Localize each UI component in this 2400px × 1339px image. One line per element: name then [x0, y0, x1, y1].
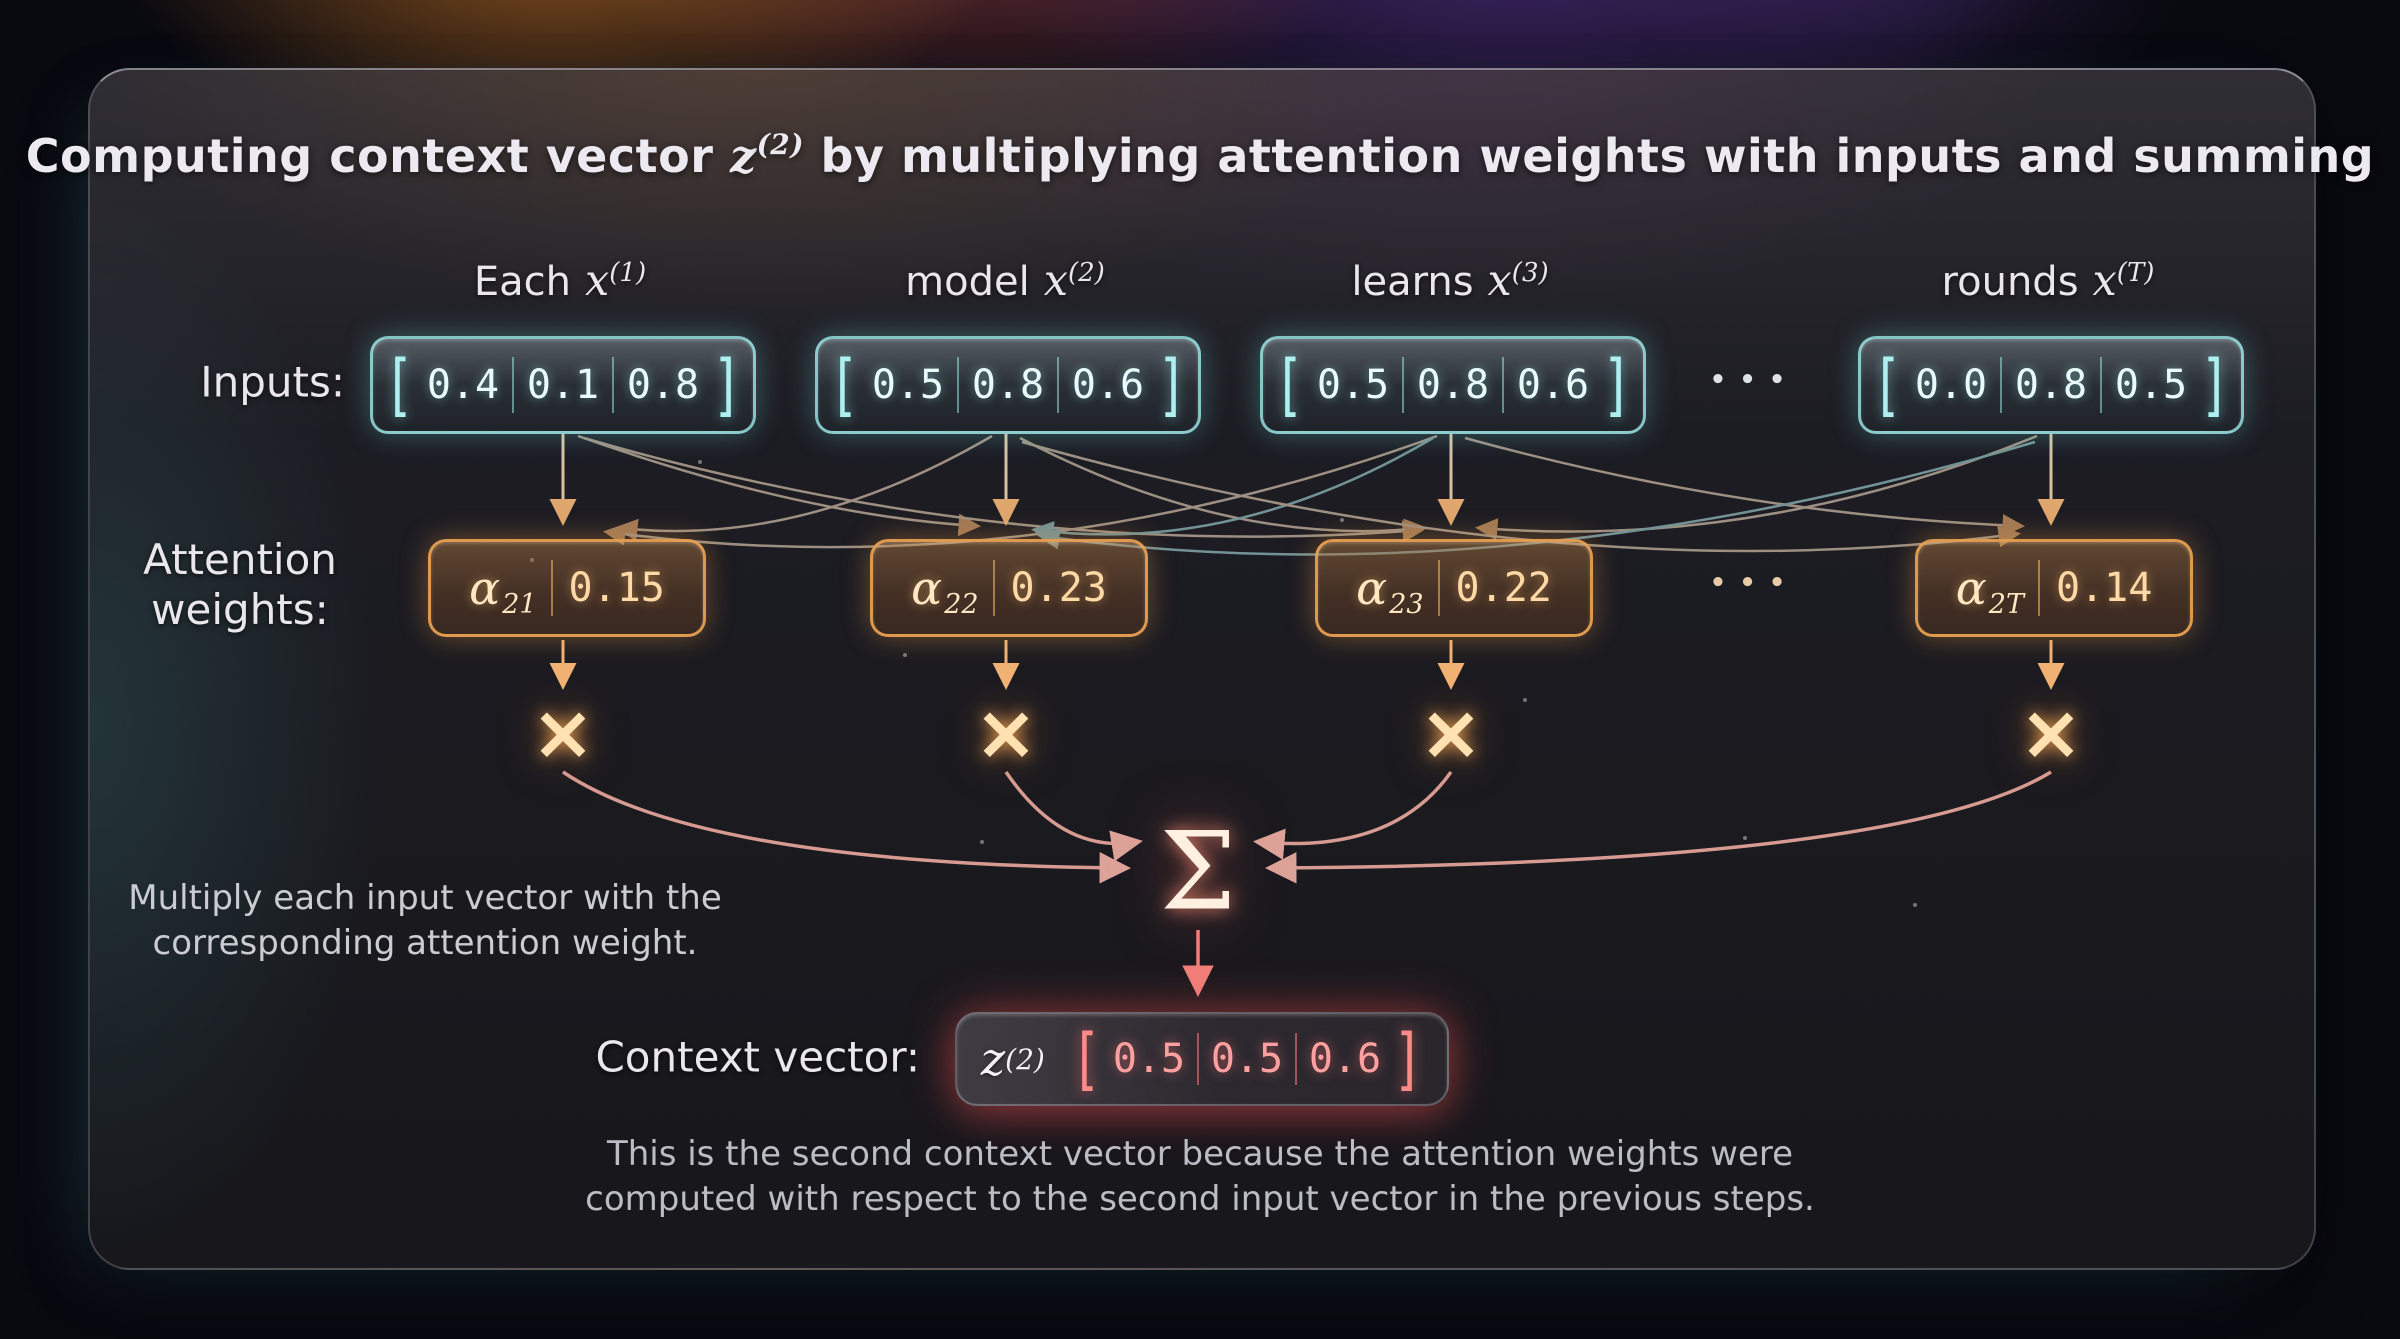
- close-bracket: ]: [2200, 345, 2231, 425]
- context-value: 0.6: [1308, 1036, 1382, 1082]
- open-bracket: [: [1273, 345, 1304, 425]
- alpha-subscript: 22: [944, 589, 979, 620]
- weight-value: 0.23: [1010, 565, 1107, 611]
- vector-value: 0.0: [1914, 362, 1988, 408]
- open-bracket: [: [1070, 1019, 1101, 1099]
- context-vector-box: z(2) [ 0.5 0.5 0.6 ]: [955, 1012, 1449, 1106]
- alpha-subscript: 2T: [1988, 589, 2024, 620]
- open-bracket: [: [828, 345, 859, 425]
- alpha-subscript: 21: [502, 589, 537, 620]
- context-math-var: z: [980, 1032, 1006, 1086]
- times-icon: ×: [1419, 687, 1483, 777]
- alpha-subscript: 23: [1389, 589, 1424, 620]
- close-bracket: ]: [712, 345, 743, 425]
- ellipsis-inputs: •••: [1709, 365, 1799, 395]
- context-divider: [1294, 1033, 1297, 1085]
- close-bracket: ]: [1392, 1019, 1424, 1099]
- vector-value: 0.6: [1071, 362, 1145, 408]
- vector-divider: [2000, 357, 2002, 413]
- page-title: Computing context vector z(2) by multipl…: [0, 128, 2400, 183]
- title-text-post: by multiplying attention weights with in…: [804, 129, 2375, 183]
- vector-value: 0.8: [1416, 362, 1490, 408]
- input-vector-2: [ 0.5 0.8 0.6 ]: [815, 336, 1201, 434]
- weight-value: 0.14: [2055, 565, 2153, 611]
- alpha-symbol: α: [911, 561, 943, 615]
- vector-value: 0.5: [1316, 362, 1390, 408]
- alpha-symbol: α: [469, 561, 501, 615]
- input-vector-3: [ 0.5 0.8 0.6 ]: [1260, 336, 1646, 434]
- input-vector-1: [ 0.4 0.1 0.8 ]: [370, 336, 756, 434]
- weight-value: 0.15: [568, 565, 665, 611]
- context-value: 0.5: [1112, 1036, 1186, 1082]
- open-bracket: [: [1871, 345, 1902, 425]
- context-math-sup: (2): [1005, 1042, 1045, 1076]
- context-divider: [1196, 1033, 1199, 1085]
- vector-value: 0.8: [971, 362, 1045, 408]
- alpha-symbol: α: [1955, 561, 1987, 615]
- times-icon: ×: [2019, 687, 2083, 777]
- weight-divider: [2037, 560, 2040, 616]
- vector-divider: [1502, 357, 1504, 413]
- weight-value: 0.22: [1455, 565, 1552, 611]
- vector-divider: [1057, 357, 1059, 413]
- attention-row-label: Attention weights:: [143, 535, 337, 634]
- alpha-symbol: α: [1356, 561, 1388, 615]
- title-text: Computing context vector: [25, 129, 730, 183]
- vector-value: 0.1: [526, 362, 600, 408]
- vector-divider: [957, 357, 959, 413]
- vector-divider: [512, 357, 514, 413]
- weight-divider: [550, 560, 553, 616]
- title-math-var: z: [729, 129, 757, 183]
- vector-divider: [612, 357, 614, 413]
- context-vector-label: Context vector:: [595, 1032, 920, 1082]
- vector-value: 0.6: [1516, 362, 1590, 408]
- vector-divider: [1402, 357, 1404, 413]
- times-icon: ×: [974, 687, 1038, 777]
- times-icon: ×: [531, 687, 595, 777]
- close-bracket: ]: [1602, 345, 1633, 425]
- sum-icon: Σ: [1159, 809, 1237, 935]
- multiply-note: Multiply each input vector with the corr…: [128, 878, 722, 963]
- vector-value: 0.5: [2114, 362, 2188, 408]
- open-bracket: [: [383, 345, 414, 425]
- vector-value: 0.5: [871, 362, 945, 408]
- inputs-row-label: Inputs:: [200, 357, 345, 407]
- weight-divider: [992, 560, 995, 616]
- ellipsis-weights: •••: [1709, 568, 1799, 598]
- vector-divider: [2100, 357, 2102, 413]
- title-math-sup: (2): [756, 128, 805, 161]
- bottom-caption: This is the second context vector becaus…: [585, 1134, 1815, 1219]
- input-vector-4: [ 0.0 0.8 0.5 ]: [1858, 336, 2244, 434]
- vector-value: 0.4: [426, 362, 500, 408]
- vector-value: 0.8: [626, 362, 700, 408]
- context-value: 0.5: [1210, 1036, 1284, 1082]
- weight-divider: [1437, 560, 1440, 616]
- close-bracket: ]: [1157, 345, 1188, 425]
- vector-value: 0.8: [2014, 362, 2088, 408]
